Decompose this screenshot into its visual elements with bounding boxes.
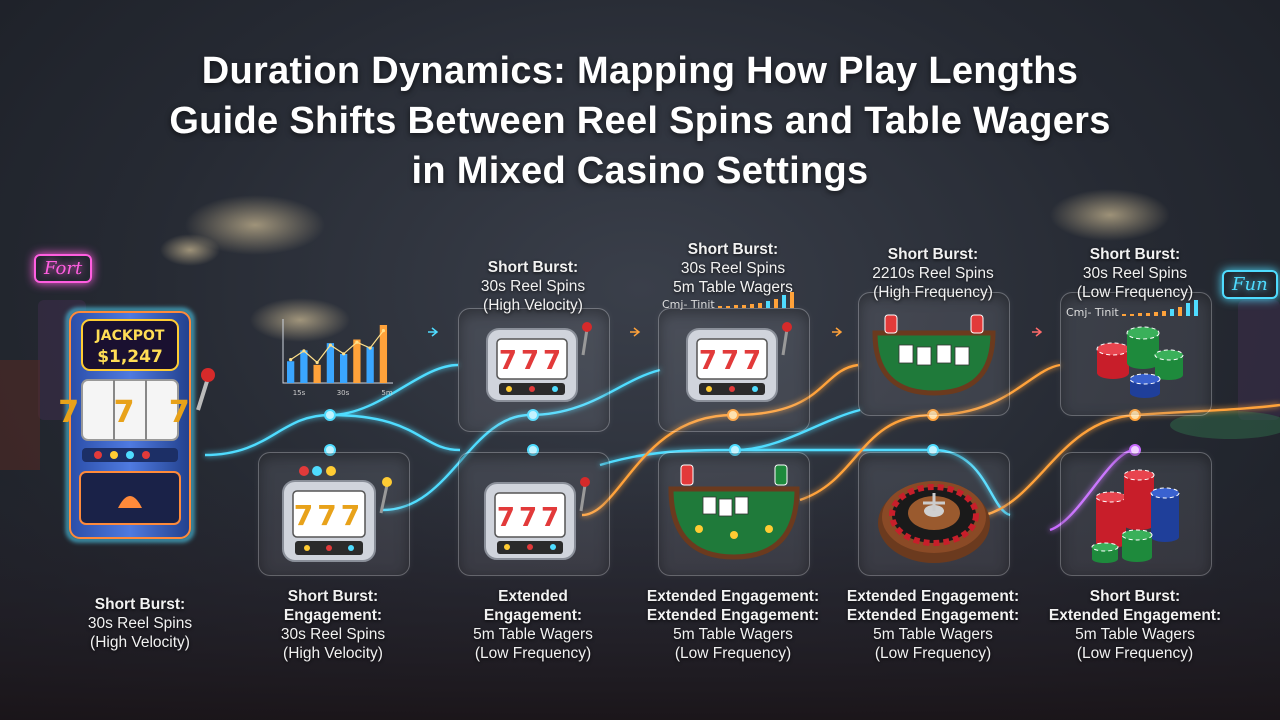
mini-chart-point-8 [381,329,385,333]
node-1 [324,409,336,421]
chip-stack-blue [1129,373,1161,398]
top-card-2[interactable]: 777 [658,308,810,432]
chip-stacks-icon [1096,326,1184,398]
bottom-card-1-label: Short Burst: Engagement: 30s Reel Spins … [280,588,386,662]
slot-machine-icon: 777 [282,466,392,562]
top-card-3[interactable] [858,292,1010,416]
chip-stacks-icon [1091,469,1180,563]
svg-text:777: 777 [499,346,565,376]
start-label: Short Burst: 30s Reel Spins (High Veloci… [87,596,193,651]
jackpot-label: JACKPOT [95,328,165,344]
svg-text:777: 777 [497,503,563,533]
mini-chart-bar-7 [366,346,374,383]
mini-chart-point-1 [289,358,293,362]
title-line-1: Duration Dynamics: Mapping How Play Leng… [201,50,1079,92]
flow-line-cyan-2 [329,413,461,452]
mini-chart-point-7 [368,346,372,350]
mini-chart-line [290,330,384,364]
chip-stack-red-2 [1123,469,1155,530]
chip-stack-green-2 [1154,349,1184,380]
roulette-wheel-icon [878,481,990,563]
slot-group: 777 [686,322,792,402]
slot-machine-icon: 777 [484,477,590,560]
top-card-4-mini-label: Cmj- Tinit [1066,306,1119,319]
bottom-card-4[interactable] [858,452,1010,576]
bottom-card-5[interactable] [1060,452,1212,576]
mini-chart-point-6 [355,340,359,344]
top-card-4[interactable] [1060,292,1212,416]
jackpot-slot-machine: JACKPOT $1,247 7 7 7 [60,308,215,542]
bottom-card-1[interactable]: 777 [258,452,410,576]
bottom-card-2-label: Extended Engagement: 5m Table Wagers (Lo… [473,588,593,662]
bottom-card-4-label: Extended Engagement: Extended Engagement… [846,588,1020,662]
slot-group: 777 [484,477,590,560]
top-card-2-label: Short Burst: 30s Reel Spins 5m Table Wag… [673,241,793,296]
chip-stack-green [1126,326,1160,369]
arrow-mark-4 [1032,327,1043,337]
mini-chart-point-4 [328,343,332,347]
chip-stack-red-1 [1095,491,1127,548]
bottom-card-2[interactable]: 777 [458,452,610,576]
arrow-mark-1 [428,327,439,337]
slot-group: 777 [486,322,592,402]
slot-machine-icon: 777 [486,322,592,402]
mini-chart-tick-3: 5m [381,389,392,397]
arrow-mark-3 [832,327,843,337]
bottom-card-3[interactable] [658,452,810,576]
bottom-card-5-label: Short Burst: Extended Engagement: 5m Tab… [1048,588,1222,662]
mini-chart-point-5 [342,352,346,356]
title-line-2: Guide Shifts Between Reel Spins and Tabl… [169,100,1111,142]
jackpot-amount: $1,247 [97,347,163,367]
page-title: Duration Dynamics: Mapping How Play Leng… [0,46,1280,196]
top-card-1[interactable]: 777 [458,308,610,432]
top-card-4-label: Short Burst: 30s Reel Spins (Low Frequen… [1076,246,1194,301]
top-card-4-mini-bars [1122,300,1198,316]
mini-chart-bar-4 [326,343,335,383]
mini-chart-bar-3 [313,364,321,383]
top-card-2-mini-label: Cmj- Tinit [662,298,715,311]
chip-stack-green-1 [1121,529,1153,562]
mini-chart-bar-1 [287,361,295,383]
mini-chart-bar-8 [379,325,388,383]
mini-chart-bar-6 [353,339,361,383]
chip-stack-blue-1 [1150,487,1180,542]
mini-chart-axes [282,319,393,384]
mini-chart-point-2 [302,349,306,353]
neon-sign-right: Fun [1222,270,1278,299]
bottom-card-3-label: Extended Engagement: Extended Engagement… [646,588,820,662]
mini-chart-bar-2 [300,350,308,383]
chip-stack-red [1096,342,1130,379]
top-card-2-mini-bars [718,292,794,308]
slot-group: 777 [282,477,392,562]
top-card-1-label: Short Burst: 30s Reel Spins (High Veloci… [480,259,586,314]
title-line-3: in Mixed Casino Settings [411,150,869,192]
top-card-3-label: Short Burst: 2210s Reel Spins (High Freq… [872,246,994,301]
svg-text:777: 777 [699,346,765,376]
mini-chart-point-3 [315,360,319,365]
duration-mini-chart: 15s 30s 5m [282,319,393,397]
arrow-mark-2 [630,327,641,337]
card-table-icon [668,464,800,560]
mini-chart-bar-5 [340,354,348,383]
mini-chart-tick-1: 15s [293,389,306,397]
mini-chart-tick-2: 30s [337,389,350,397]
card-table-icon [872,314,996,396]
reel-sevens: 7 7 7 [60,395,202,430]
slot-machine-icon: 777 [686,322,792,402]
neon-sign-left: Fort [34,254,93,283]
svg-text:777: 777 [294,499,364,532]
chip-stack-green-2 [1091,542,1119,563]
